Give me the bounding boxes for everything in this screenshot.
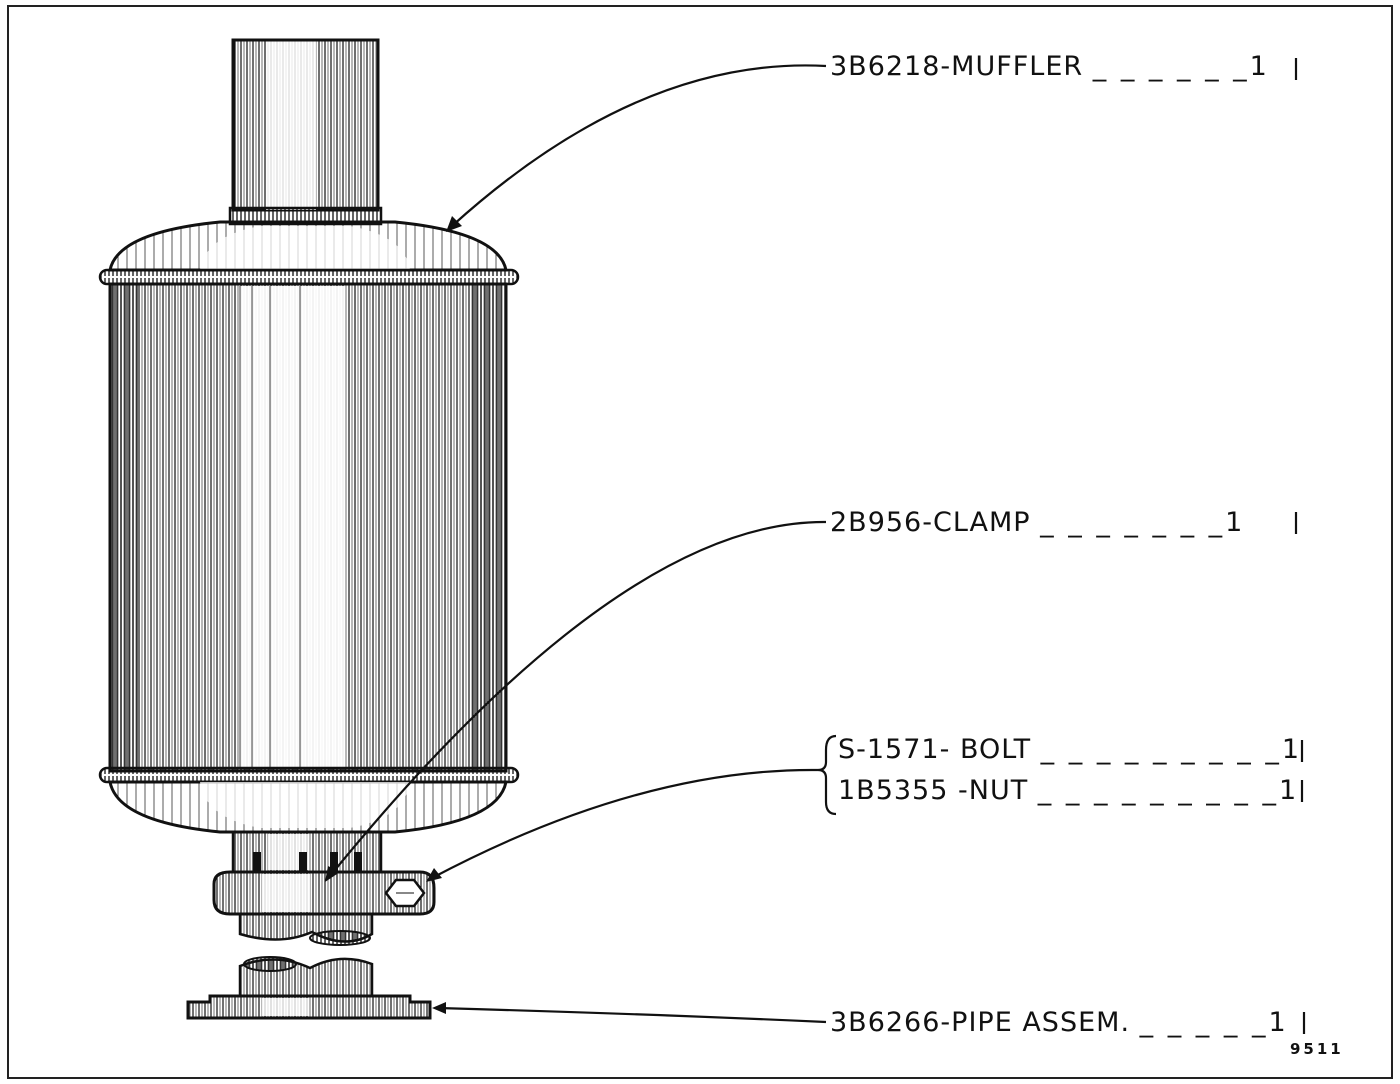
leader-bolt-nut [431,768,819,879]
pipe-upper-drawing [238,912,374,946]
drawing-border [7,5,1393,1079]
clamp-drawing [212,870,436,916]
label-nut: 1B5355 -NUT _ _ _ _ _ _ _ _ _1 [838,776,1297,806]
qty: 1 [1281,734,1301,765]
part-no: 3B6218 [830,51,941,82]
qty: 1 [1278,775,1298,806]
part-name: BOLT [959,734,1032,765]
part-name: MUFFLER [951,51,1084,82]
label-separator: - [948,775,969,806]
label-separator: - [922,507,933,538]
figure-number: 9511 [1290,1040,1344,1058]
part-no: S-1571 [838,734,940,765]
bolt-nut-brace [817,734,837,816]
muffler-drawing [98,38,520,874]
leader-dashes: _ _ _ _ _ _ _ _ _ [1040,734,1282,765]
qty: 1 [1249,51,1268,82]
leader-dashes: _ _ _ _ _ [1139,1007,1269,1038]
part-no: 3B6266 [830,1007,941,1038]
leader-muffler [451,64,827,227]
leader-dashes: _ _ _ _ _ _ [1092,51,1250,82]
leader-pipe-assem [437,1006,827,1024]
arrowhead-clamp [325,866,340,882]
part-name: PIPE ASSEM. [951,1007,1131,1038]
leader-dashes: _ _ _ _ _ _ _ _ _ [1037,775,1279,806]
label-clamp: 2B956-CLAMP _ _ _ _ _ _ _1 [830,508,1243,538]
arrowhead-pipe-assem [432,1002,446,1014]
part-no: 1B5355 [838,775,949,806]
label-separator: - [940,51,952,82]
arrowhead-bolt-nut [426,868,442,882]
label-pipe-assem: 3B6266-PIPE ASSEM. _ _ _ _ _1 [830,1008,1287,1038]
part-name: NUT [968,775,1029,806]
leader-dashes: _ _ _ _ _ _ _ [1040,507,1226,538]
part-no: 2B956 [830,507,923,538]
arrowhead-muffler [446,216,462,232]
qty: 1 [1225,507,1244,538]
label-separator: - [940,1007,952,1038]
qty: 1 [1268,1007,1287,1038]
pipe-assem-drawing [186,956,432,1020]
label-bolt: S-1571- BOLT _ _ _ _ _ _ _ _ _1 [838,735,1300,765]
label-separator: - [939,734,960,765]
label-muffler: 3B6218-MUFFLER _ _ _ _ _ _1 [830,52,1268,82]
part-name: CLAMP [933,507,1031,538]
leader-clamp [329,520,827,877]
leader-lines [325,58,1306,1034]
